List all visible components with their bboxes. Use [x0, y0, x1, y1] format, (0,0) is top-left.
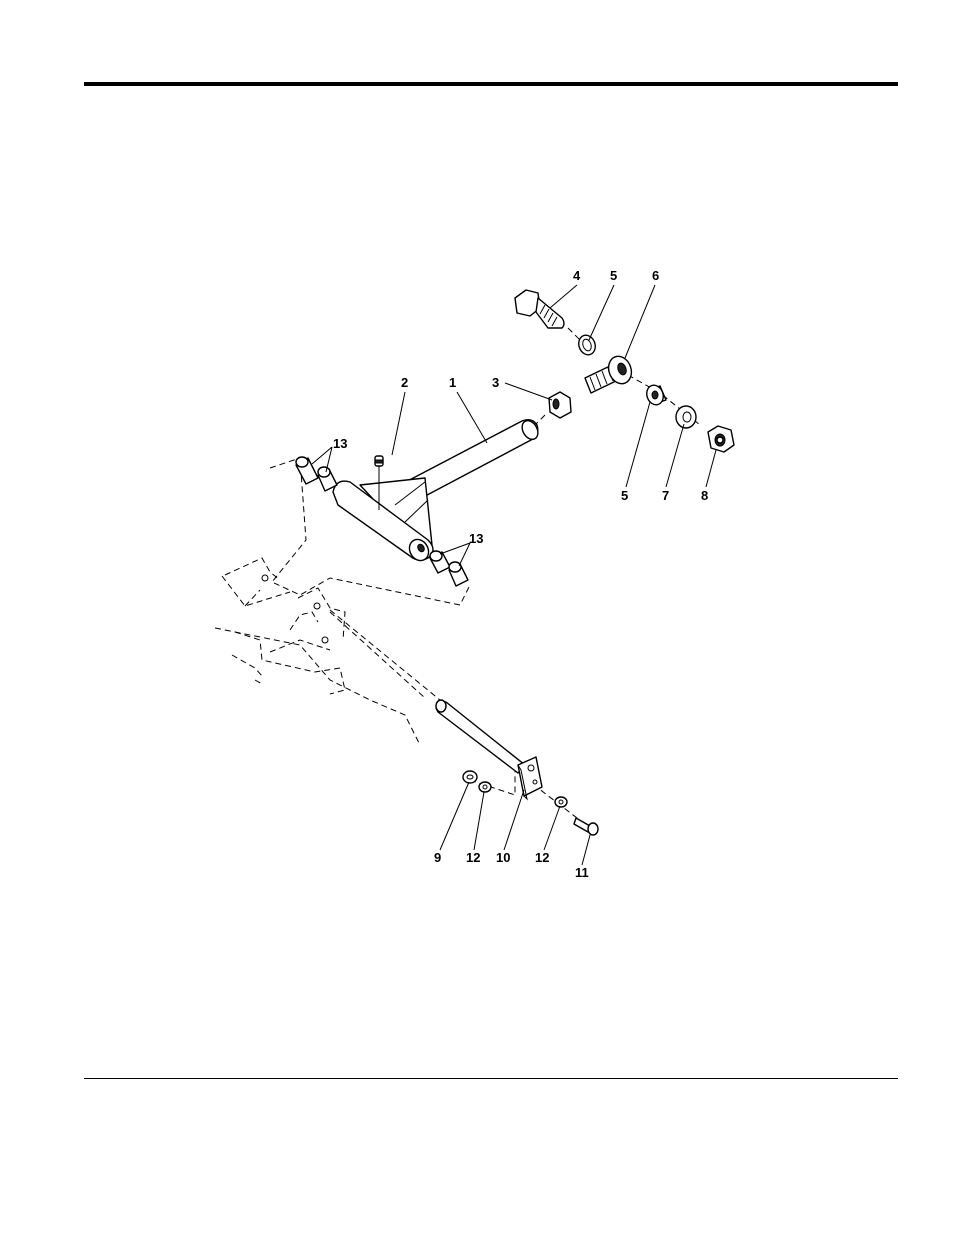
callout-13-lower: 13	[469, 531, 483, 546]
callout-4: 4	[573, 268, 581, 283]
bushings-part-13-lower	[430, 551, 468, 586]
bolt-part-4	[515, 290, 564, 328]
assembly-centerlines	[330, 328, 700, 828]
leader-lines	[312, 285, 716, 865]
rod-end-part-6	[585, 353, 635, 393]
bushings-part-13-upper	[296, 457, 337, 491]
washer-part-12-right	[555, 797, 567, 807]
nut-part-9	[463, 771, 477, 783]
callout-1: 1	[449, 375, 456, 390]
callout-2: 2	[401, 375, 408, 390]
callout-12-right: 12	[535, 850, 549, 865]
callout-8: 8	[701, 488, 708, 503]
callout-7: 7	[662, 488, 669, 503]
callout-labels: 1 2 3 4 5 6 5 7 8 13 13 9 12 10 12 11	[333, 268, 708, 880]
callout-11: 11	[575, 865, 589, 880]
callout-13-upper: 13	[333, 436, 347, 451]
screw-part-11	[574, 818, 598, 835]
nut-part-3	[549, 392, 571, 418]
callout-5-upper: 5	[610, 268, 617, 283]
washer-part-12-left	[479, 782, 491, 792]
washer-part-7	[676, 406, 696, 428]
callout-9: 9	[434, 850, 441, 865]
callout-12-left: 12	[466, 850, 480, 865]
footer-rule	[84, 1078, 898, 1079]
callout-5-lower: 5	[621, 488, 628, 503]
pivot-arm-part-1	[333, 418, 541, 564]
spacer-part-5-upper	[576, 333, 598, 357]
lock-nut-part-8	[708, 426, 734, 452]
callout-3: 3	[492, 375, 499, 390]
callout-6: 6	[652, 268, 659, 283]
callout-10: 10	[496, 850, 510, 865]
spacer-part-5-lower	[644, 383, 666, 407]
